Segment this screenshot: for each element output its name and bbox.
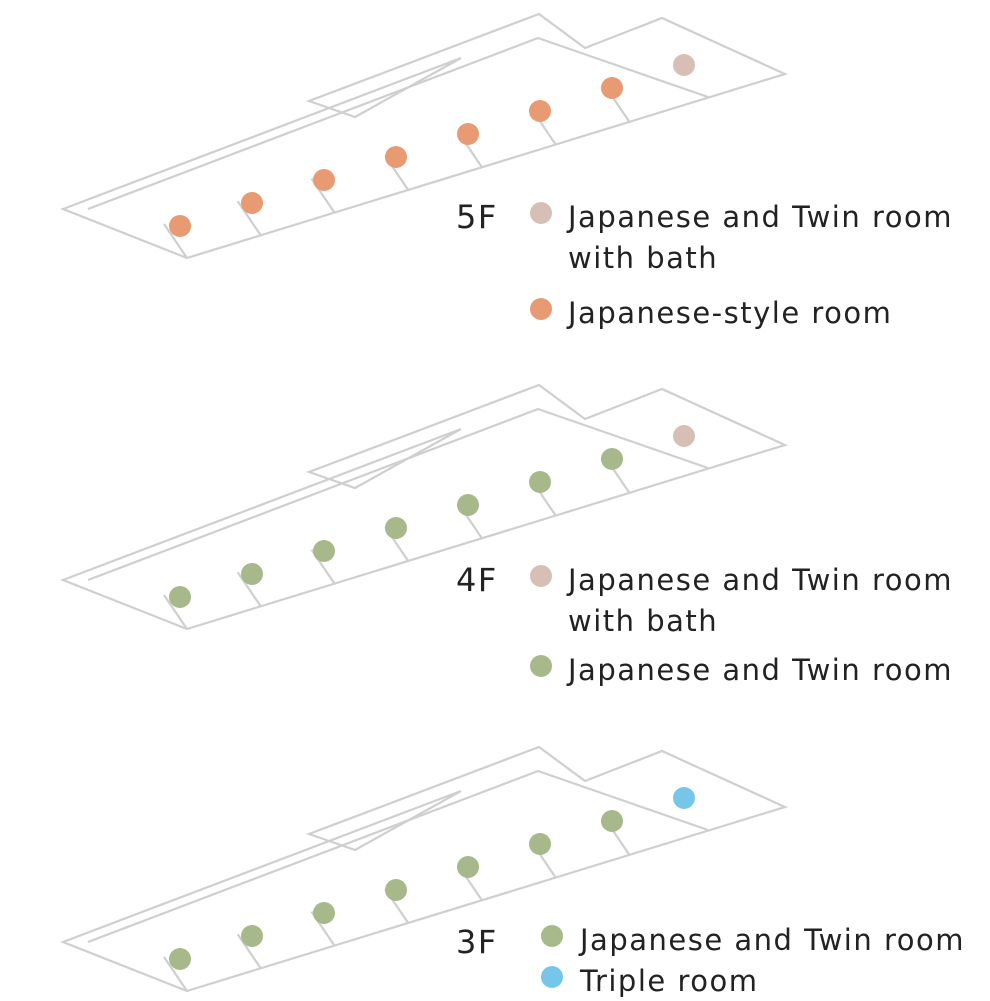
room-marker-japanese-twin <box>169 948 191 970</box>
room-marker-triple <box>673 787 695 809</box>
room-marker-japanese-style <box>529 100 551 122</box>
legend-label: with bath <box>568 604 718 638</box>
room-marker-japanese-twin <box>241 563 263 585</box>
room-marker-japanese-style <box>385 146 407 168</box>
room-divider <box>236 571 262 607</box>
legend-swatch-japanese-twin <box>530 655 552 677</box>
corridor-line <box>87 36 709 211</box>
legend-label: Japanese and Twin room <box>578 923 965 957</box>
room-marker-japanese-twin <box>529 471 551 493</box>
room-marker-japanese-twin <box>457 856 479 878</box>
room-marker-japanese-twin <box>241 925 263 947</box>
corridor-line <box>87 769 709 944</box>
room-marker-japanese-twin <box>601 448 623 470</box>
legend-swatch-japanese-twin-bath <box>530 202 552 224</box>
floor-3f-plan <box>59 745 789 993</box>
legend-label: Japanese and Twin room <box>566 653 953 687</box>
legend-swatch-triple <box>541 966 563 988</box>
room-marker-japanese-style <box>313 169 335 191</box>
room-divider <box>163 594 188 630</box>
floor-4f-plan <box>59 383 789 631</box>
room-marker-japanese-style <box>457 123 479 145</box>
floor-label: 4F <box>456 561 498 599</box>
room-marker-japanese-style <box>241 192 263 214</box>
floor-5f-plan <box>59 12 789 260</box>
room-marker-japanese-twin <box>169 586 191 608</box>
room-divider <box>163 223 188 259</box>
room-marker-japanese-twin <box>385 879 407 901</box>
room-divider <box>163 956 188 992</box>
room-marker-japanese-twin <box>457 494 479 516</box>
legend-swatch-japanese-twin-bath <box>530 565 552 587</box>
room-marker-japanese-twin <box>313 902 335 924</box>
legend-label: Japanese and Twin room <box>566 200 953 234</box>
legend-swatch-japanese-twin <box>541 925 563 947</box>
floor-label: 5F <box>456 198 498 236</box>
legend-label: Triple room <box>579 964 758 998</box>
room-marker-japanese-twin-bath <box>673 425 695 447</box>
legend-label: Japanese and Twin room <box>566 563 953 597</box>
room-marker-japanese-twin <box>385 517 407 539</box>
room-marker-japanese-style <box>169 215 191 237</box>
room-divider <box>236 200 262 236</box>
floor-label: 3F <box>456 923 498 961</box>
room-marker-japanese-twin-bath <box>673 54 695 76</box>
room-marker-japanese-twin <box>313 540 335 562</box>
room-marker-japanese-twin <box>529 833 551 855</box>
room-marker-japanese-twin <box>601 810 623 832</box>
legend-label: Japanese-style room <box>566 296 892 330</box>
legend-label: with bath <box>568 241 718 275</box>
room-marker-japanese-style <box>601 77 623 99</box>
legend-swatch-japanese-style <box>530 298 552 320</box>
corridor-line <box>87 407 709 582</box>
room-divider <box>236 933 262 969</box>
